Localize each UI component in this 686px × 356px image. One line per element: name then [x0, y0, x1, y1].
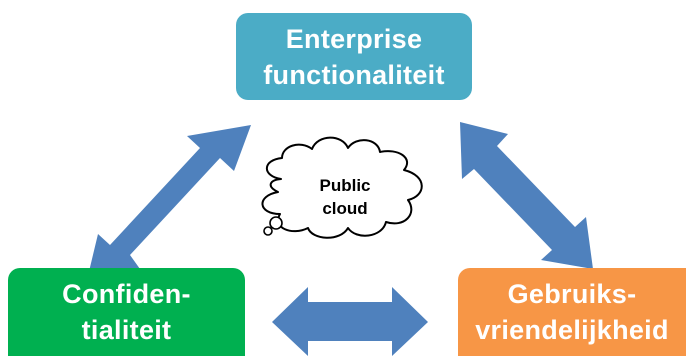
- public-cloud-shape: [261, 136, 423, 239]
- arrow-confidentiality-usability: [272, 287, 428, 356]
- node-confidentiality-line1: Confiden-: [62, 279, 191, 309]
- arrow-enterprise-confidentiality: [86, 125, 251, 284]
- arrow-enterprise-usability: [460, 122, 593, 269]
- cloud-label-line2: cloud: [322, 199, 368, 218]
- node-enterprise-line2: functionaliteit: [263, 59, 445, 90]
- node-enterprise-functionaliteit: Enterprise functionaliteit: [236, 13, 472, 100]
- node-confidentialiteit: Confiden- tialiteit: [8, 268, 245, 356]
- node-gebruiksvriendelijkheid: Gebruiks- vriendelijkheid: [458, 268, 686, 356]
- node-usability-line2: vriendelijkheid: [475, 315, 669, 345]
- node-confidentiality-line2: tialiteit: [81, 315, 172, 345]
- node-usability-line1: Gebruiks-: [507, 279, 637, 309]
- public-cloud-label: Public cloud: [300, 174, 390, 220]
- node-enterprise-line1: Enterprise: [285, 23, 423, 54]
- cloud-label-line1: Public: [319, 176, 371, 195]
